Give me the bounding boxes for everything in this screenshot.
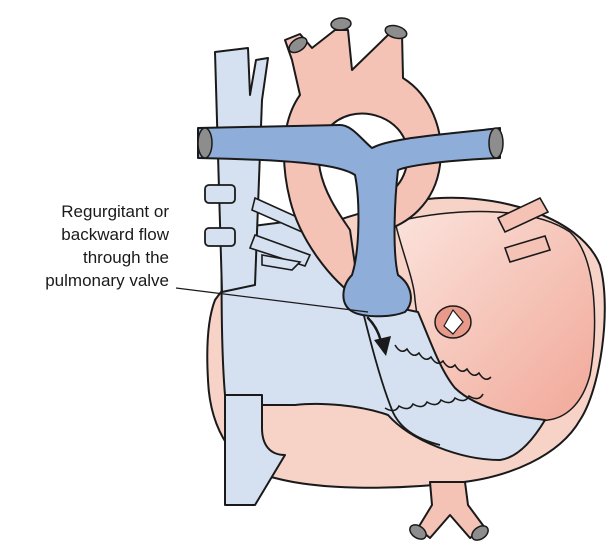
pulmonary-vein-2 bbox=[204, 227, 236, 247]
pa-cap-left bbox=[197, 127, 213, 159]
vein-strand-2 bbox=[248, 233, 312, 267]
septum-wave bbox=[384, 393, 484, 412]
left-ventricle bbox=[394, 210, 596, 423]
annotation-leader-line bbox=[175, 287, 369, 313]
vein-strands bbox=[248, 196, 312, 271]
inferior-vena-cava bbox=[224, 394, 286, 506]
annotation-label: Regurgitant or backward flow through the… bbox=[0, 200, 169, 292]
mitral-valve-leaflets bbox=[443, 308, 464, 335]
regurgitation-arrowhead bbox=[374, 336, 391, 356]
annotation-line-2: backward flow bbox=[61, 225, 169, 244]
aorta-cap-left bbox=[288, 36, 308, 54]
annotation-line-1: Regurgitant or bbox=[61, 202, 169, 221]
aorta-cap-mid bbox=[330, 17, 352, 31]
pulmonary-artery bbox=[197, 124, 501, 318]
descending-cap-right bbox=[471, 525, 489, 541]
tricuspid-edge bbox=[394, 344, 492, 381]
annotation-line-3: through the bbox=[82, 248, 169, 267]
pulmonary-vein-right-1 bbox=[496, 196, 550, 234]
mitral-valve bbox=[434, 305, 472, 339]
aorta-branch-caps bbox=[288, 17, 408, 54]
pulmonary-veins-right bbox=[496, 196, 552, 263]
vein-strand-3 bbox=[261, 254, 302, 271]
descending-aorta bbox=[417, 481, 486, 539]
annotation-line-4: pulmonary valve bbox=[45, 271, 169, 290]
interventricular-septum bbox=[359, 299, 441, 446]
descending-cap-left bbox=[409, 524, 427, 540]
pulmonary-veins-left bbox=[204, 184, 236, 247]
aorta-cap-right bbox=[384, 24, 408, 40]
descending-aorta-caps bbox=[409, 524, 489, 541]
pulmonary-vein-right-2 bbox=[503, 235, 552, 263]
pulmonary-vein-1 bbox=[204, 184, 236, 204]
pulmonary-artery-caps bbox=[197, 127, 504, 159]
pa-cap-right bbox=[488, 127, 504, 159]
